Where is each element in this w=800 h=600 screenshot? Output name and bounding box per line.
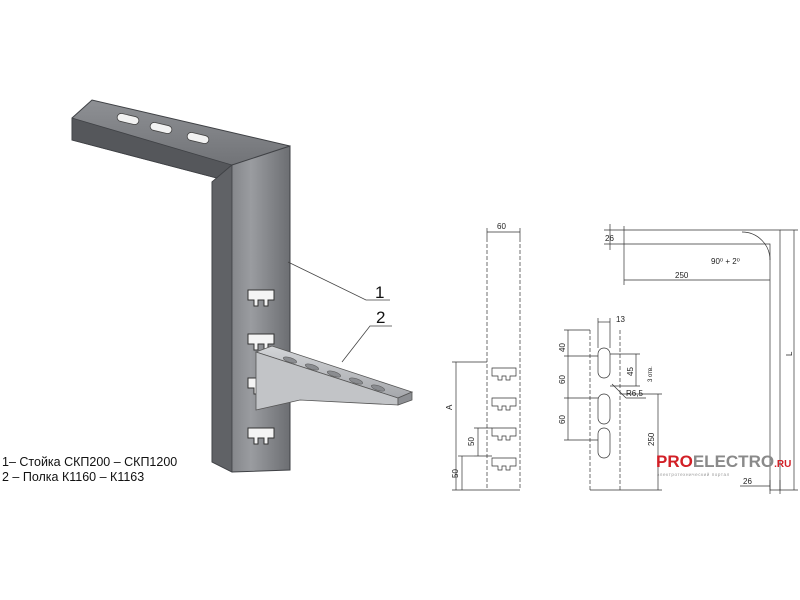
front-bottom-label: 50 bbox=[451, 469, 460, 478]
proelectro-logo: PROELECTRO.RU электротехнический портал bbox=[656, 452, 791, 477]
side-hole-width-label: 13 bbox=[616, 315, 625, 324]
profile-arm-length-label: 250 bbox=[675, 271, 689, 280]
front-view-drawing bbox=[452, 228, 521, 491]
bracket-3d-illustration: 1 2 bbox=[71, 99, 414, 473]
profile-angle-label: 90⁰ + 2⁰ bbox=[711, 257, 740, 266]
side-slot-count-label: 3 отв. bbox=[648, 366, 654, 382]
profile-length-label: L bbox=[785, 351, 794, 356]
side-slot-length-label: 45 bbox=[626, 367, 635, 376]
legend-item-1: 1– Стойка СКП200 – СКП1200 bbox=[2, 455, 178, 469]
profile-top-thickness-label: 26 bbox=[605, 234, 614, 243]
front-width-label: 60 bbox=[497, 222, 506, 231]
shelf-web bbox=[255, 351, 399, 411]
callout-2: 2 bbox=[376, 308, 385, 327]
side-radius-label: R6,5 bbox=[626, 389, 643, 398]
legend: 1– Стойка СКП200 – СКП1200 2 – Полка К11… bbox=[2, 455, 177, 485]
side-top-offset-label: 40 bbox=[558, 343, 567, 352]
svg-text:электротехнический портал: электротехнический портал bbox=[657, 471, 730, 477]
svg-text:PROELECTRO.RU: PROELECTRO.RU bbox=[656, 452, 791, 471]
side-bottom-length-label: 250 bbox=[647, 432, 656, 446]
side-pitch2-label: 60 bbox=[558, 415, 567, 424]
profile-view-drawing bbox=[604, 224, 798, 494]
front-height-label: A bbox=[445, 404, 454, 410]
front-step-label: 50 bbox=[467, 437, 476, 446]
side-view-drawing bbox=[564, 318, 662, 491]
legend-item-2: 2 – Полка К1160 – К1163 bbox=[2, 470, 145, 484]
profile-bottom-thickness-label: 26 bbox=[743, 477, 752, 486]
callout-1: 1 bbox=[375, 283, 384, 302]
side-pitch1-label: 60 bbox=[558, 375, 567, 384]
